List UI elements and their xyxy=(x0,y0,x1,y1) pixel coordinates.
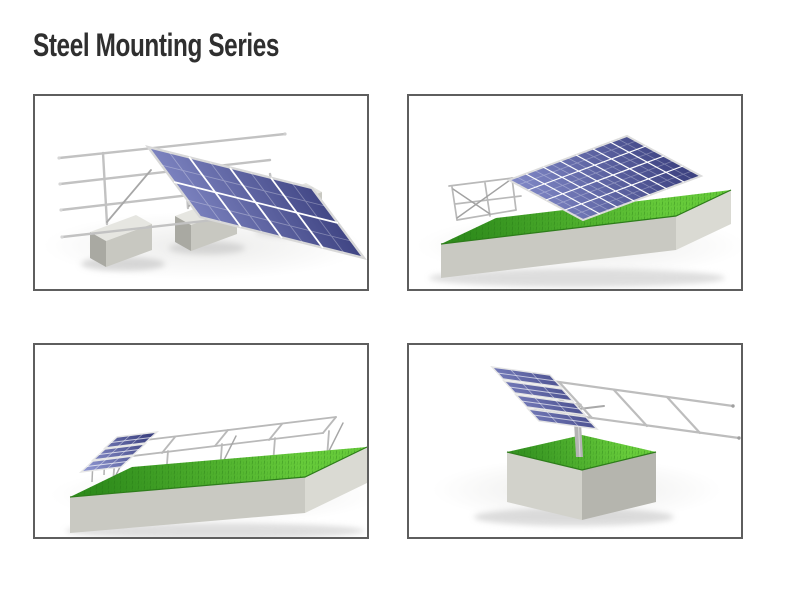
empty-rack-section xyxy=(448,177,522,221)
concrete-cube xyxy=(506,435,657,520)
product-image-pole-mount-grass-cube xyxy=(407,343,743,539)
page-title: Steel Mounting Series xyxy=(33,27,280,63)
product-image-ground-mount-grass-array xyxy=(407,94,743,291)
ground-shadow xyxy=(429,269,725,287)
render-grass-array xyxy=(409,96,741,289)
render-ground-mount-blocks xyxy=(35,96,367,289)
render-grass-rack xyxy=(35,345,367,537)
solar-array xyxy=(145,145,367,260)
solar-panels xyxy=(490,366,599,430)
grass-base xyxy=(69,446,367,533)
solar-panels xyxy=(78,431,160,473)
concrete-block-left xyxy=(90,215,152,267)
product-image-ground-mount-concrete-blocks xyxy=(33,94,369,291)
product-image-ground-mount-grass-rack xyxy=(33,343,369,539)
render-pole-mount xyxy=(409,345,741,537)
solar-array xyxy=(506,134,704,222)
